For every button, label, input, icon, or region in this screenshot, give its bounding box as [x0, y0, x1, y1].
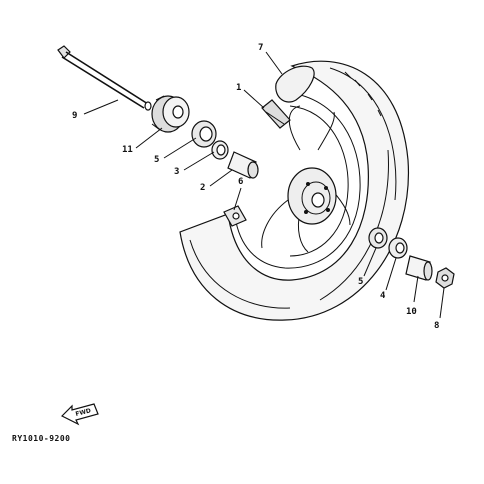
hub	[287, 167, 337, 225]
oil-seal-right	[388, 237, 408, 259]
clip-6	[223, 205, 247, 227]
bearing-right	[368, 227, 388, 249]
fwd-arrow-icon: FWD	[60, 403, 99, 426]
callout-2: 2	[200, 183, 205, 193]
callout-1: 1	[236, 83, 241, 93]
axle-nut	[435, 267, 455, 289]
tube	[275, 65, 315, 103]
callout-11: 11	[122, 145, 133, 155]
oil-seal	[211, 140, 229, 160]
callout-8: 8	[434, 321, 439, 331]
leader-lines	[83, 51, 445, 319]
bearing-left	[191, 120, 217, 148]
callout-3: 3	[174, 167, 179, 177]
fwd-label: FWD	[75, 407, 92, 418]
callout-6: 6	[238, 177, 243, 187]
callout-5-right: 5	[358, 277, 363, 287]
reference-code: RY1010-9200	[12, 434, 71, 443]
callouts: 7 1 9 11 5 3 2 6 5 4 10 8	[72, 43, 439, 331]
callout-10: 10	[406, 307, 417, 317]
callout-5-left: 5	[154, 155, 159, 165]
collar	[405, 255, 433, 281]
callout-4: 4	[380, 291, 386, 301]
spacer	[227, 151, 259, 179]
axle	[57, 45, 152, 111]
valve-stem	[261, 99, 291, 129]
rim	[235, 91, 361, 269]
callout-7: 7	[258, 43, 263, 53]
wheel-assembly	[179, 60, 410, 321]
tire	[179, 60, 410, 321]
callout-9: 9	[72, 111, 77, 121]
gear-unit	[151, 95, 190, 133]
